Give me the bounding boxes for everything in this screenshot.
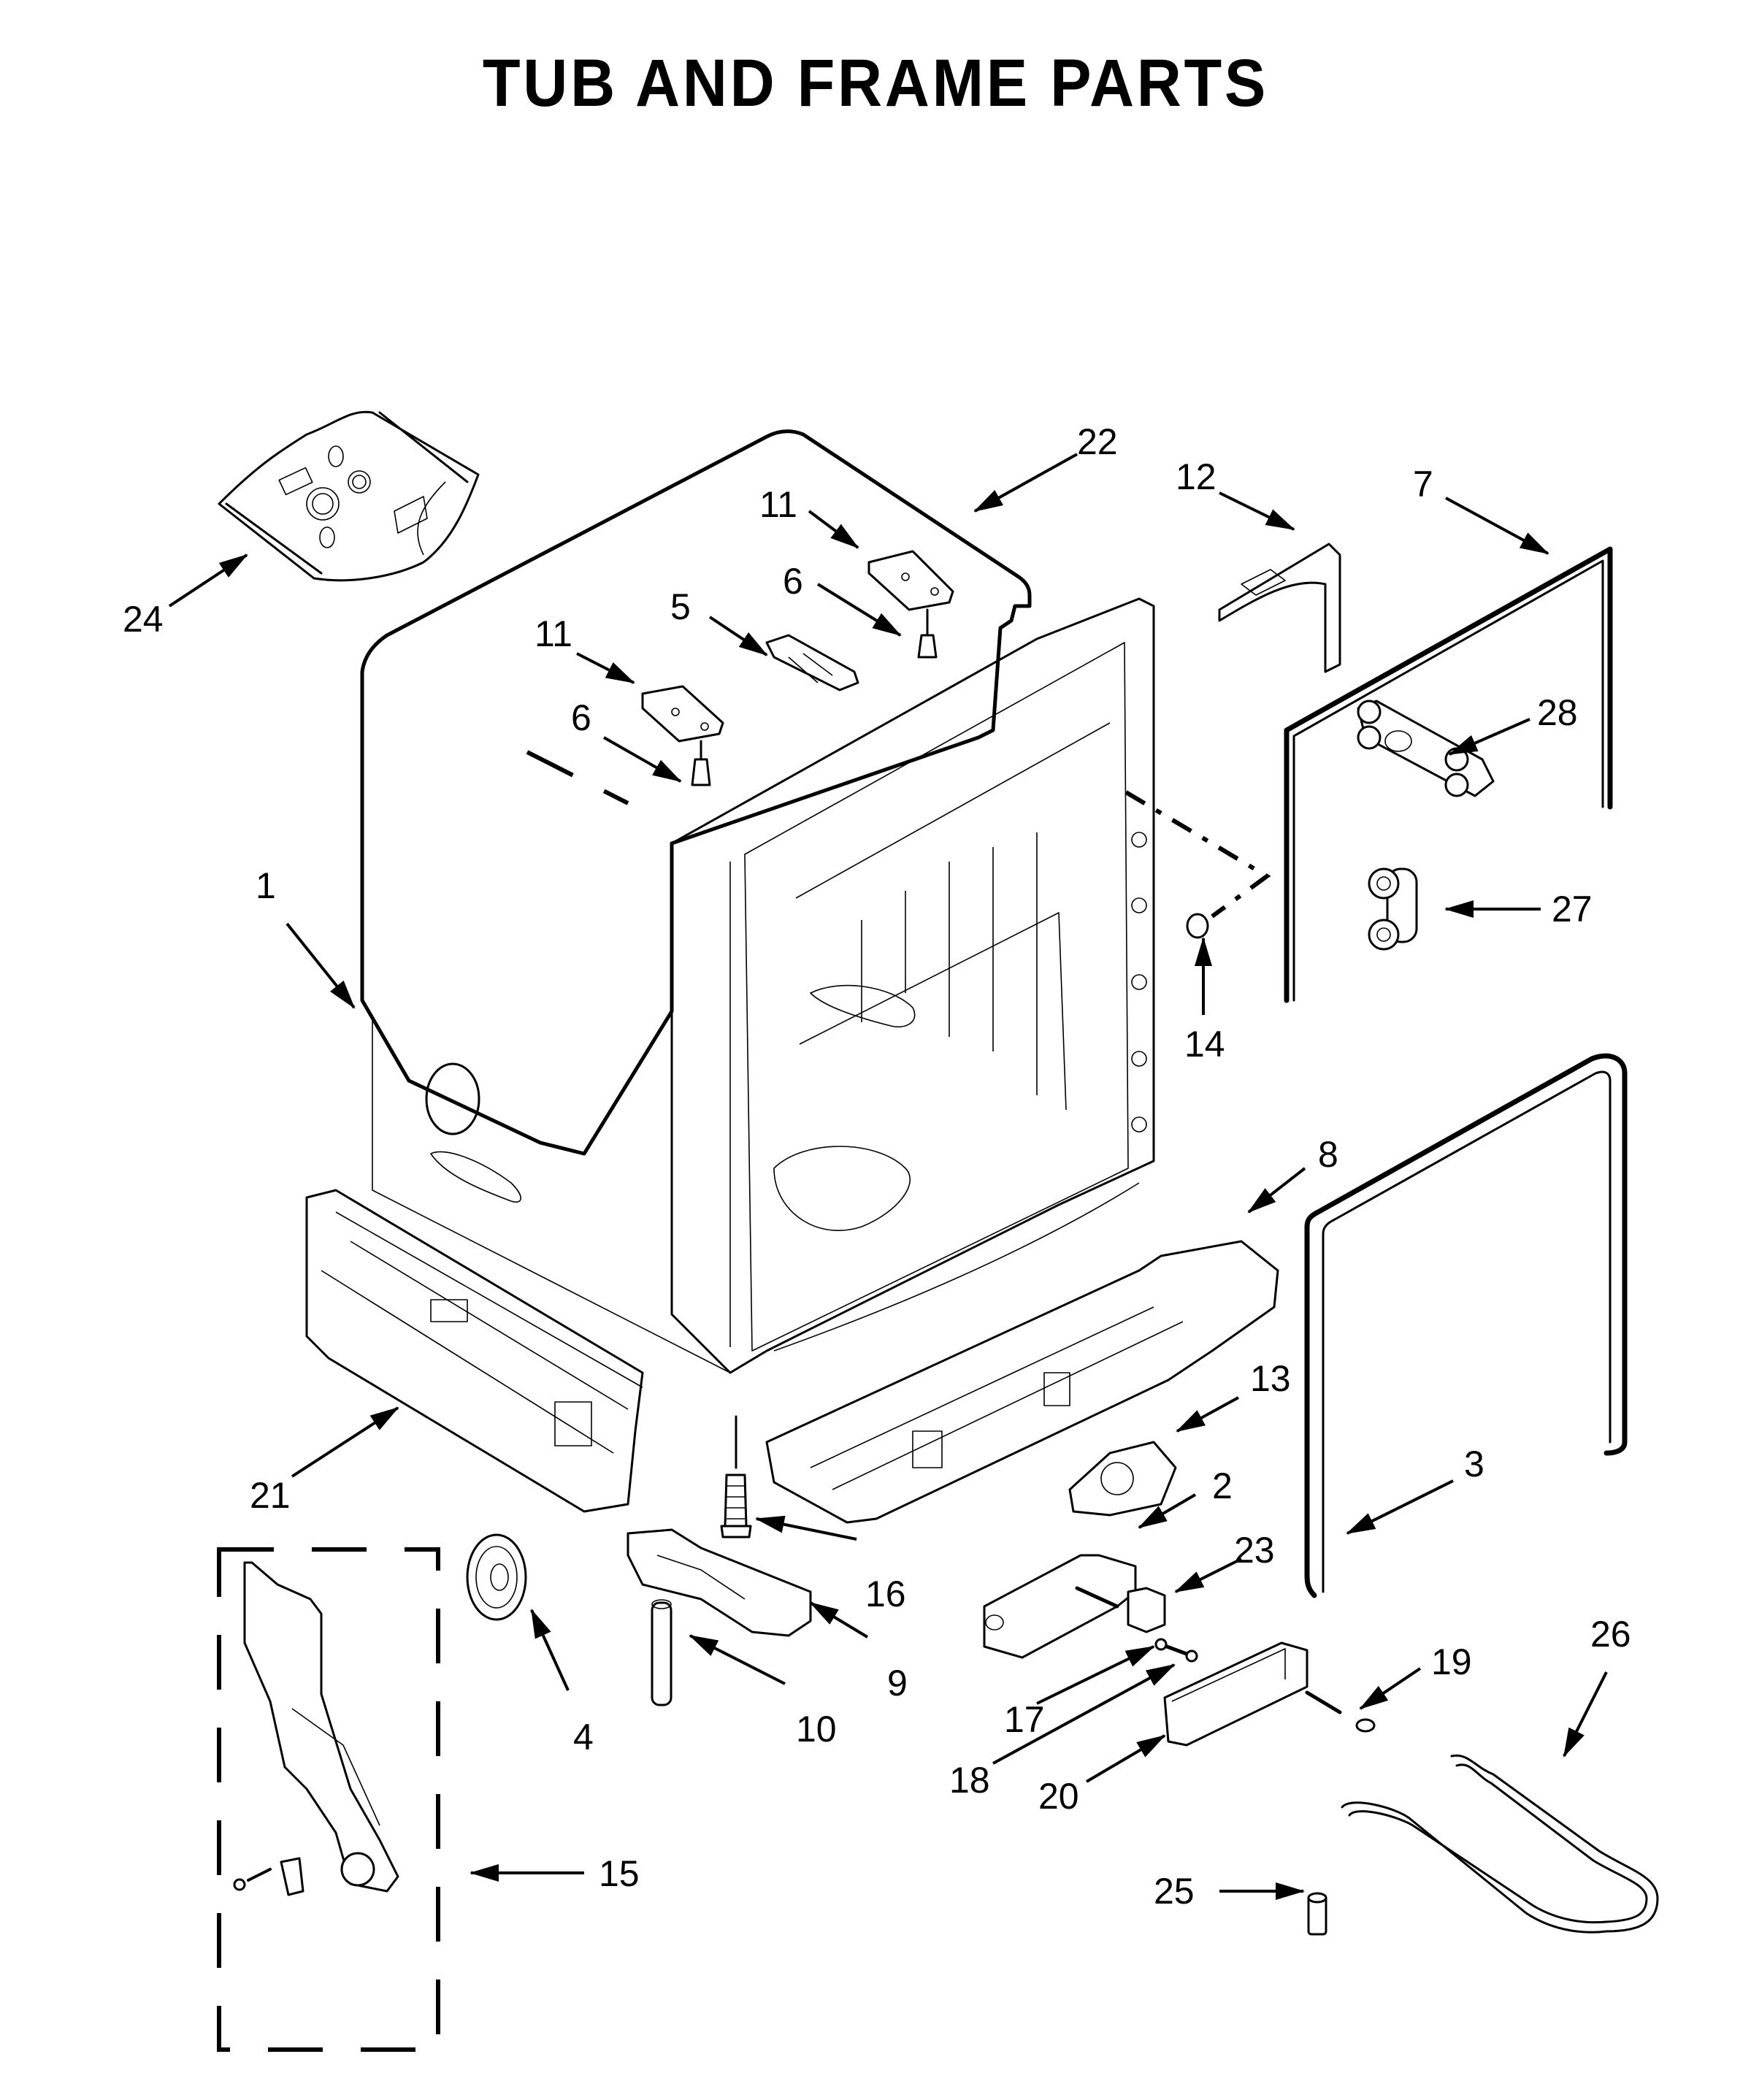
arrow-9 — [809, 1601, 869, 1639]
arrow-21 — [291, 1406, 399, 1478]
callout-18: 18 — [949, 1760, 990, 1801]
part-12-corner-bracket[interactable] — [1218, 543, 1341, 673]
callout-11a: 11 — [759, 484, 797, 525]
arrow-4 — [530, 1609, 570, 1691]
arrow-11b — [576, 652, 635, 684]
part-1-insulation-blanket[interactable] — [360, 429, 1032, 1373]
arrow-1 — [286, 922, 356, 1009]
arrow-5 — [708, 616, 768, 656]
part-11-bracket-upper[interactable] — [867, 550, 954, 611]
callout-21: 21 — [250, 1475, 291, 1516]
callout-13: 13 — [1250, 1358, 1291, 1399]
part-5-bracket[interactable] — [765, 634, 859, 691]
arrow-7 — [1445, 497, 1549, 555]
part-27-rack-roller[interactable] — [1368, 867, 1418, 951]
arrow-26 — [1563, 1671, 1608, 1758]
part-17-washer[interactable] — [1154, 1638, 1168, 1651]
callout-19: 19 — [1431, 1641, 1472, 1682]
arrow-28 — [1448, 718, 1530, 756]
arrow-8 — [1247, 1167, 1306, 1214]
callout-23: 23 — [1234, 1530, 1275, 1571]
arrow-2 — [1138, 1493, 1197, 1529]
callout-9: 9 — [887, 1663, 908, 1704]
part-15-door-hinge-assembly[interactable] — [217, 1547, 440, 2052]
callout-1: 1 — [256, 865, 276, 906]
part-18-screw[interactable] — [1165, 1644, 1198, 1663]
diagram-title: TUB AND FRAME PARTS — [482, 46, 1269, 120]
part-3-gasket-lower[interactable] — [1304, 1053, 1628, 1598]
part-26-wire-harness[interactable] — [1341, 1754, 1659, 1934]
callout-26: 26 — [1590, 1614, 1631, 1655]
arrow-23 — [1174, 1557, 1242, 1593]
part-22-tub[interactable] — [670, 597, 1155, 1374]
callout-8: 8 — [1318, 1134, 1338, 1175]
callout-28: 28 — [1537, 692, 1578, 733]
part-16-leveling-leg[interactable] — [720, 1415, 752, 1538]
part-6-screw-upper[interactable] — [917, 608, 938, 659]
callout-15: 15 — [599, 1853, 640, 1894]
part-19-screw[interactable] — [1305, 1690, 1376, 1733]
callout-20: 20 — [1038, 1776, 1079, 1817]
callout-22: 22 — [1077, 421, 1118, 462]
part-13-wire-clip-holder[interactable] — [1068, 1441, 1177, 1517]
arrow-20 — [1085, 1734, 1166, 1783]
callout-6a: 6 — [783, 561, 803, 602]
callout-10: 10 — [796, 1709, 837, 1750]
part-9-leveling-leg-bracket[interactable] — [627, 1528, 812, 1637]
part-28-rack-roller-assembly[interactable] — [1357, 700, 1495, 797]
callout-6b: 6 — [571, 697, 591, 738]
callout-arrows — [168, 453, 1608, 1900]
callout-16: 16 — [865, 1574, 906, 1614]
callout-4: 4 — [573, 1717, 594, 1758]
callout-25: 25 — [1154, 1871, 1195, 1912]
arrow-22 — [973, 453, 1078, 513]
part-7-gasket-upper[interactable] — [1284, 546, 1613, 1003]
callout-2: 2 — [1212, 1465, 1233, 1506]
arrow-19 — [1359, 1667, 1422, 1710]
callout-27: 27 — [1552, 889, 1593, 930]
part-14-plug[interactable] — [1124, 790, 1271, 939]
callout-17: 17 — [1004, 1699, 1045, 1740]
part-2-bracket[interactable] — [983, 1554, 1137, 1659]
callout-labels: 1 2 3 4 5 6 6 7 8 9 10 11 11 12 13 14 15… — [123, 421, 1631, 1912]
part-23-terminal-block[interactable] — [1075, 1586, 1166, 1633]
part-25-grommet[interactable] — [1307, 1892, 1327, 1936]
callout-12: 12 — [1176, 456, 1216, 497]
callout-24: 24 — [123, 599, 164, 640]
callout-3: 3 — [1464, 1444, 1484, 1484]
part-21-front-base-frame[interactable] — [305, 1189, 644, 1513]
part-11-bracket-lower[interactable] — [641, 685, 724, 743]
arrow-13 — [1176, 1396, 1239, 1433]
part-8-base[interactable] — [765, 1240, 1279, 1524]
arrow-6a — [816, 583, 902, 637]
arrow-6b — [603, 736, 682, 783]
arrow-17 — [1036, 1645, 1155, 1705]
callout-11b: 11 — [535, 613, 572, 654]
arrow-3 — [1346, 1479, 1454, 1535]
arrow-10 — [689, 1634, 786, 1685]
part-20-junction-box-cover[interactable] — [1163, 1641, 1309, 1747]
part-6-screw-lower[interactable] — [691, 740, 711, 786]
part-10-tube[interactable] — [651, 1599, 673, 1706]
callout-7: 7 — [1413, 464, 1433, 505]
arrow-24 — [168, 553, 248, 608]
arrow-12 — [1219, 491, 1295, 531]
callout-14: 14 — [1184, 1024, 1225, 1065]
callout-5: 5 — [670, 586, 691, 627]
arrow-11a — [808, 510, 859, 549]
arrow-16 — [755, 1515, 857, 1541]
part-4-wheel[interactable] — [466, 1533, 527, 1621]
arrow-18 — [992, 1663, 1176, 1765]
part-24-hardware-bag[interactable] — [218, 410, 480, 582]
